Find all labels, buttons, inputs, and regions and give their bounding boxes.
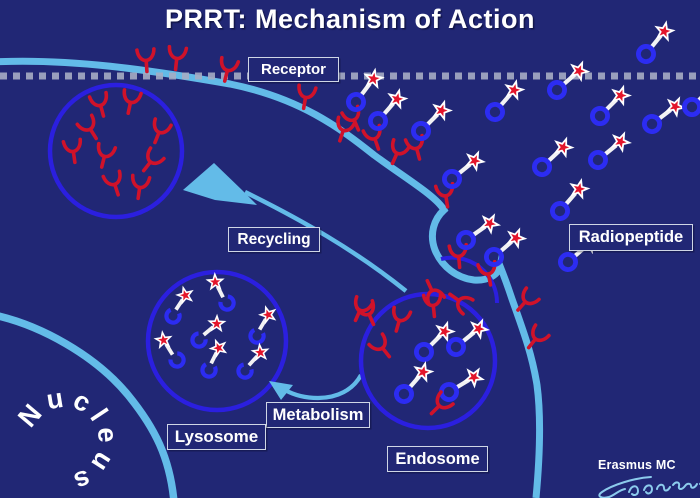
label-radiopeptide: Radiopeptide xyxy=(569,224,693,251)
lysosome-vesicle xyxy=(145,269,289,413)
erasmus-signature xyxy=(598,476,700,498)
label-receptor: Receptor xyxy=(248,57,339,82)
metabolism-arrow-head-icon xyxy=(269,381,293,400)
label-lysosome: Lysosome xyxy=(167,424,266,450)
metabolism-arrow-tail xyxy=(283,373,363,401)
nucleus-membrane-arc xyxy=(0,312,178,498)
page-title: PRRT: Mechanism of Action xyxy=(164,4,536,34)
label-metabolism: Metabolism xyxy=(266,402,370,428)
recycling-arrow-tail xyxy=(244,189,408,293)
label-endosome: Endosome xyxy=(387,446,488,472)
label-recycling: Recycling xyxy=(228,227,320,252)
recycling-vesicle xyxy=(47,82,185,220)
recycling-arrow-head-icon xyxy=(183,163,257,205)
erasmus-mc-logo-text: Erasmus MC xyxy=(598,458,676,472)
